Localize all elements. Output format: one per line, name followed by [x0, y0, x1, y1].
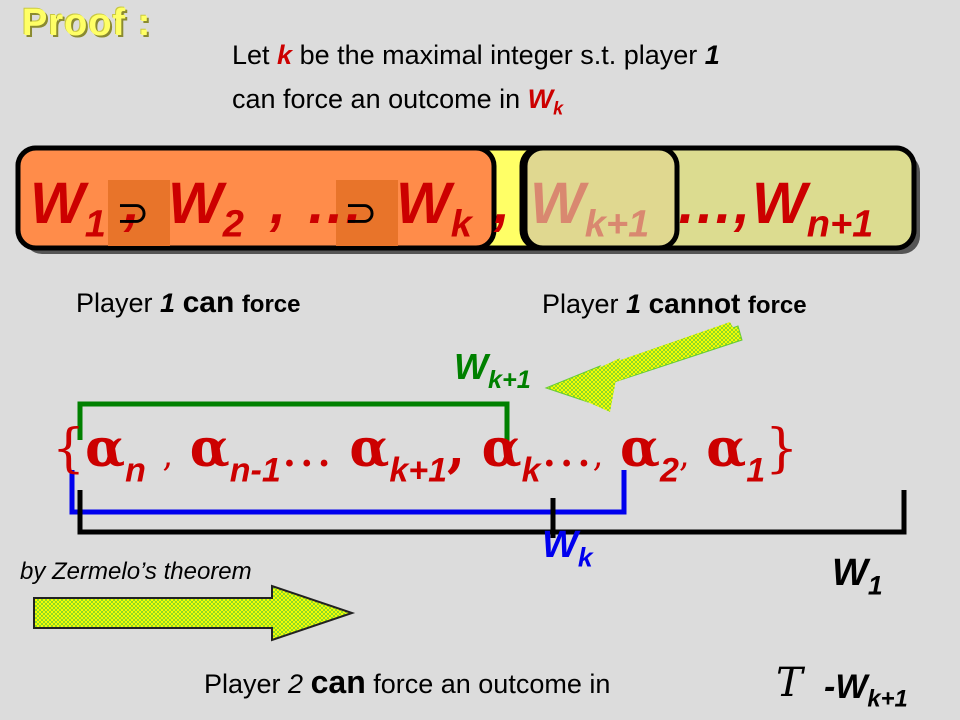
seq-dots-1: …	[306, 171, 364, 236]
seq-tail-dots: …,	[676, 171, 751, 236]
supset-highlight-1	[108, 180, 170, 246]
seq-comma-2: ,	[270, 171, 287, 236]
intro-w: W	[527, 84, 554, 114]
hatched-arrow-shaft	[586, 322, 738, 388]
seq-wn1: Wn+1	[752, 171, 874, 246]
zermelo-caption: by Zermelo’s theorem	[20, 558, 252, 585]
hatched-arrow-head	[556, 358, 620, 412]
blue-bracket	[69, 470, 627, 515]
intro-k: k	[277, 40, 293, 70]
seq-w1: W1	[30, 171, 106, 246]
minus-wk1: -Wk+1	[824, 668, 908, 713]
seq-wk1: Wk+1	[530, 171, 650, 246]
label-wk: Wk	[542, 524, 593, 573]
supset-1: ⊃	[116, 190, 150, 236]
seq-wk: Wk	[396, 171, 472, 246]
intro-text-c: can force an outcome in	[232, 84, 528, 114]
seq-comma-3: ,	[494, 171, 511, 236]
proof-heading: Proof :	[22, 2, 152, 44]
label-wk1: Wk+1	[454, 346, 531, 394]
intro-w-sub: k	[553, 98, 564, 119]
player1-cannot-force: Player 1 cannot force	[542, 288, 807, 319]
seq-comma-1: ,	[124, 171, 141, 236]
intro-line-2: can force an outcome in Wk	[232, 84, 563, 119]
alpha-sequence: {αn , αn-1… αk+1, αk…, α2, α1}	[52, 418, 799, 490]
T-symbol: T	[776, 660, 803, 706]
zermelo-arrow-icon	[33, 584, 356, 642]
label-w1: W1	[832, 552, 883, 601]
intro-text-b: be the maximal integer s.t. player	[292, 40, 705, 70]
supset-highlight-2	[336, 180, 398, 246]
player2-statement: Player 2 can force an outcome in	[204, 664, 611, 700]
intro-one: 1	[704, 40, 720, 70]
brace-close: }	[765, 419, 799, 479]
intro-line-1: Let k be the maximal integer s.t. player…	[232, 40, 720, 71]
brace-open: {	[52, 419, 86, 479]
seq-w2: W2	[168, 171, 244, 246]
black-bracket	[77, 490, 907, 535]
green-bracket	[77, 401, 510, 450]
wk1-box	[522, 145, 680, 251]
intro-text-a: Let	[232, 40, 278, 70]
player1-can-force: Player 1 can force	[76, 286, 301, 319]
supset-2: ⊃	[344, 190, 378, 236]
